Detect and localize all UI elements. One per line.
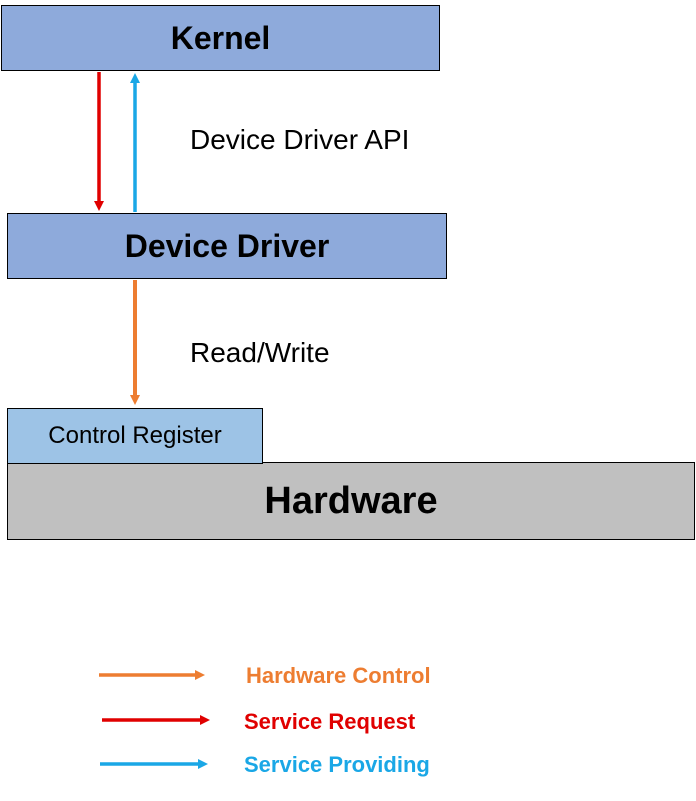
device-driver-box: Device Driver — [7, 213, 447, 279]
device-driver-label: Device Driver — [124, 227, 330, 264]
read-write-label: Read/Write — [190, 337, 330, 368]
kernel-box: Kernel — [1, 5, 440, 71]
hardware-label: Hardware — [264, 479, 438, 522]
control-register-label: Control Register — [48, 422, 222, 449]
legend-service-request-label: Service Request — [244, 709, 416, 734]
kernel-label: Kernel — [170, 19, 271, 56]
legend-hardware-control-label: Hardware Control — [246, 663, 431, 688]
control-register-box: Control Register — [7, 408, 263, 464]
device-driver-api-label: Device Driver API — [190, 124, 410, 155]
legend-service-providing-label: Service Providing — [244, 752, 430, 777]
hardware-box: Hardware — [7, 462, 695, 540]
